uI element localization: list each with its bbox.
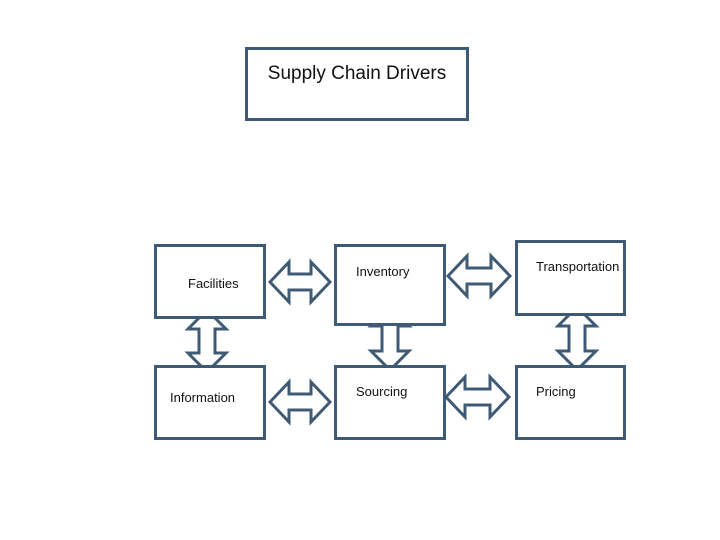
- node-inventory-label: Inventory: [356, 264, 410, 279]
- arrow-information-sourcing: [267, 378, 333, 426]
- diagram-title: Supply Chain Drivers: [267, 63, 447, 84]
- node-sourcing: Sourcing: [334, 365, 446, 440]
- arrow-transportation-pricing: [554, 304, 600, 373]
- arrow-facilities-information: [184, 307, 230, 375]
- node-inventory: Inventory: [334, 244, 446, 326]
- node-information: Information: [154, 365, 266, 440]
- arrow-inventory-transportation: [445, 252, 513, 300]
- node-transportation: Transportation: [515, 240, 626, 316]
- node-facilities: Facilities: [154, 244, 266, 319]
- node-information-label: Information: [170, 390, 236, 405]
- arrow-sourcing-pricing: [443, 373, 512, 421]
- node-transportation-label: Transportation: [536, 259, 620, 274]
- node-pricing: Pricing: [515, 365, 626, 440]
- node-pricing-label: Pricing: [536, 384, 576, 399]
- arrow-facilities-inventory: [267, 258, 333, 306]
- node-facilities-label: Facilities: [188, 276, 239, 291]
- node-sourcing-label: Sourcing: [356, 384, 408, 399]
- title-box: Supply Chain Drivers: [245, 47, 469, 121]
